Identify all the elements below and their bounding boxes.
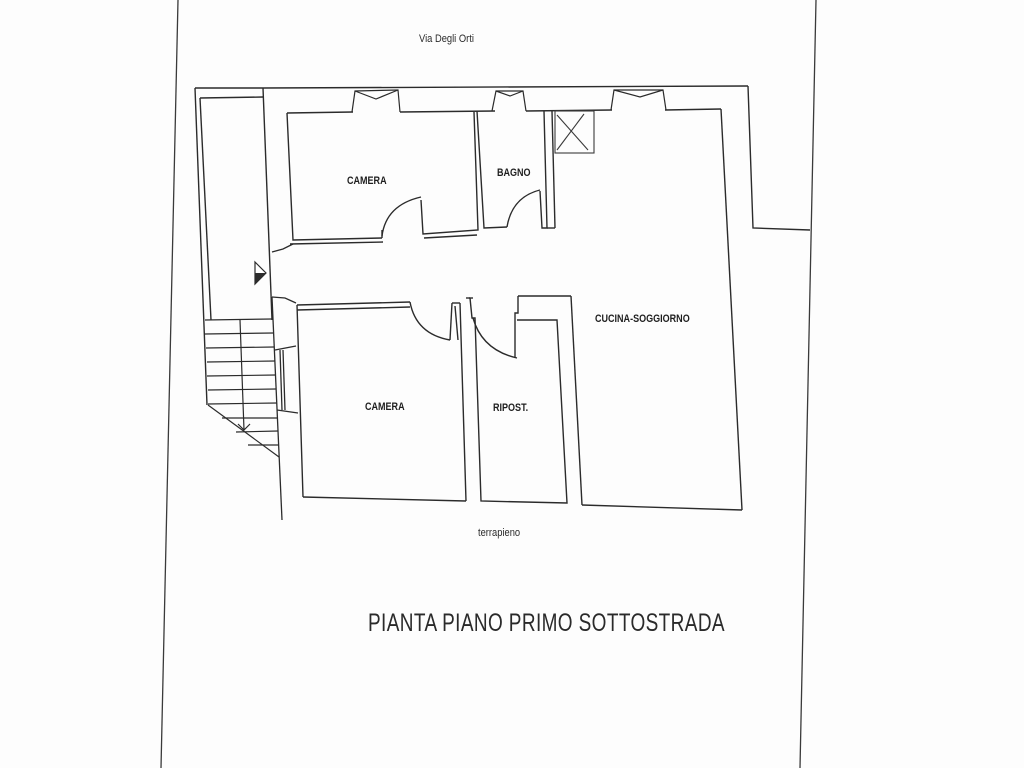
- room-ripostiglio-walls: [466, 297, 568, 504]
- terrapieno-label: terrapieno: [478, 527, 521, 539]
- plan-title: PIANTA PIANO PRIMO SOTTOSTRADA: [368, 609, 725, 637]
- staircase-icon: [204, 318, 280, 458]
- window-symbols: [351, 89, 667, 113]
- room-camera-bottom-walls: [296, 301, 467, 502]
- room-camera-top-walls: [286, 111, 479, 245]
- room-label-camera-top: CAMERA: [347, 175, 387, 187]
- room-label-ripostiglio: RIPOST.: [493, 402, 529, 414]
- page-border: [160, 0, 817, 768]
- room-label-cucina-soggiorno: CUCINA-SOGGIORNO: [595, 313, 690, 325]
- corridor-walls: [271, 243, 299, 521]
- ventilation-shaft-x-icon: [554, 110, 595, 154]
- entrance-arrow-icon: [254, 260, 267, 286]
- room-label-bagno: BAGNO: [497, 167, 531, 179]
- room-label-camera-bottom: CAMERA: [365, 401, 405, 413]
- outer-walls: [194, 85, 811, 511]
- street-label: Via Degli Orti: [419, 33, 474, 45]
- room-bagno-walls: [476, 110, 556, 229]
